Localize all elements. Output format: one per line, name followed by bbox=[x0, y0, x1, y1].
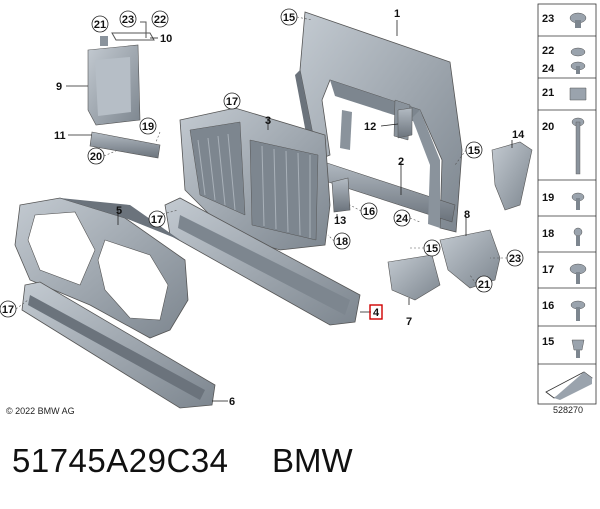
legend-17: 17 bbox=[542, 264, 554, 276]
nut-icon-21 bbox=[569, 87, 587, 101]
screw-icon-16 bbox=[570, 300, 586, 321]
callout-5: 5 bbox=[116, 205, 122, 217]
screw-icon-19 bbox=[571, 192, 585, 210]
callout-21: 21 bbox=[94, 19, 106, 31]
callout-4: 4 bbox=[373, 307, 380, 319]
copyright-text: © 2022 BMW AG bbox=[6, 406, 75, 416]
bolt-icon-20 bbox=[571, 117, 585, 175]
callout-19: 19 bbox=[142, 121, 154, 133]
highlight-box bbox=[369, 304, 383, 320]
callout-6: 6 bbox=[229, 396, 235, 408]
legend-23: 23 bbox=[542, 13, 554, 25]
legend-21: 21 bbox=[542, 87, 554, 99]
callout-17-top: 17 bbox=[226, 96, 238, 108]
screw-icon-17 bbox=[569, 263, 587, 284]
part-11-bracket bbox=[89, 131, 161, 159]
part-7-bracket bbox=[387, 254, 441, 301]
part-3-grille-shutter bbox=[179, 107, 331, 251]
callout-3: 3 bbox=[265, 115, 271, 127]
legend-15: 15 bbox=[542, 336, 554, 348]
callout-17-mid: 17 bbox=[151, 214, 163, 226]
legend-24: 24 bbox=[542, 63, 555, 75]
screw-icon-24 bbox=[570, 61, 586, 74]
callout-17-left: 17 bbox=[2, 304, 14, 316]
fastener-legend: 23 22 24 21 20 19 18 17 16 15 bbox=[537, 3, 597, 405]
part-13-bracket bbox=[331, 177, 351, 213]
part-12-bracket bbox=[397, 107, 413, 139]
callout-24: 24 bbox=[396, 213, 409, 225]
callout-16: 16 bbox=[363, 206, 375, 218]
part-6-lower-grille bbox=[21, 281, 216, 409]
callout-18: 18 bbox=[336, 236, 348, 248]
callout-circles bbox=[0, 8, 524, 318]
legend-18: 18 bbox=[542, 228, 554, 240]
part-9-air-duct bbox=[87, 36, 141, 126]
part-10-holder bbox=[111, 21, 155, 41]
clip-icon-15 bbox=[571, 339, 585, 358]
brand-name: BMW bbox=[272, 442, 353, 479]
callout-11: 11 bbox=[54, 130, 66, 142]
part-5-bumper-carrier bbox=[14, 197, 189, 339]
callout-22: 22 bbox=[154, 14, 166, 26]
callout-12: 12 bbox=[364, 121, 376, 133]
callout-labels: 21 23 22 10 9 19 11 20 15 1 17 3 12 2 14… bbox=[2, 8, 525, 408]
callout-9: 9 bbox=[56, 81, 62, 93]
callout-2: 2 bbox=[398, 156, 404, 168]
callout-dashed-leaders bbox=[15, 16, 507, 310]
legend-16: 16 bbox=[542, 300, 554, 312]
part-8-air-guide bbox=[439, 229, 501, 289]
leader-lines bbox=[66, 20, 513, 402]
callout-15-right: 15 bbox=[468, 145, 480, 157]
image-id: 528270 bbox=[553, 405, 584, 415]
callout-15-mid: 15 bbox=[426, 243, 438, 255]
clip-icon-18 bbox=[573, 227, 583, 246]
callout-1: 1 bbox=[394, 8, 400, 20]
callout-15-top: 15 bbox=[283, 12, 295, 24]
part-number: 51745A29C34 bbox=[12, 442, 229, 479]
legend-20: 20 bbox=[542, 121, 554, 133]
callout-8: 8 bbox=[464, 209, 470, 221]
nut-icon-22 bbox=[570, 47, 586, 57]
callout-14: 14 bbox=[512, 129, 525, 141]
arrow-icon bbox=[545, 371, 593, 400]
callout-23: 23 bbox=[122, 14, 134, 26]
callout-7: 7 bbox=[406, 316, 412, 328]
callout-23-right: 23 bbox=[509, 253, 521, 265]
clip-icon-23 bbox=[569, 12, 587, 28]
legend-19: 19 bbox=[542, 192, 554, 204]
callout-10: 10 bbox=[160, 33, 172, 45]
callout-20: 20 bbox=[90, 151, 102, 163]
callout-21-right: 21 bbox=[478, 279, 490, 291]
legend-22: 22 bbox=[542, 45, 554, 57]
part-14-bracket bbox=[491, 141, 533, 211]
callout-13: 13 bbox=[334, 215, 346, 227]
